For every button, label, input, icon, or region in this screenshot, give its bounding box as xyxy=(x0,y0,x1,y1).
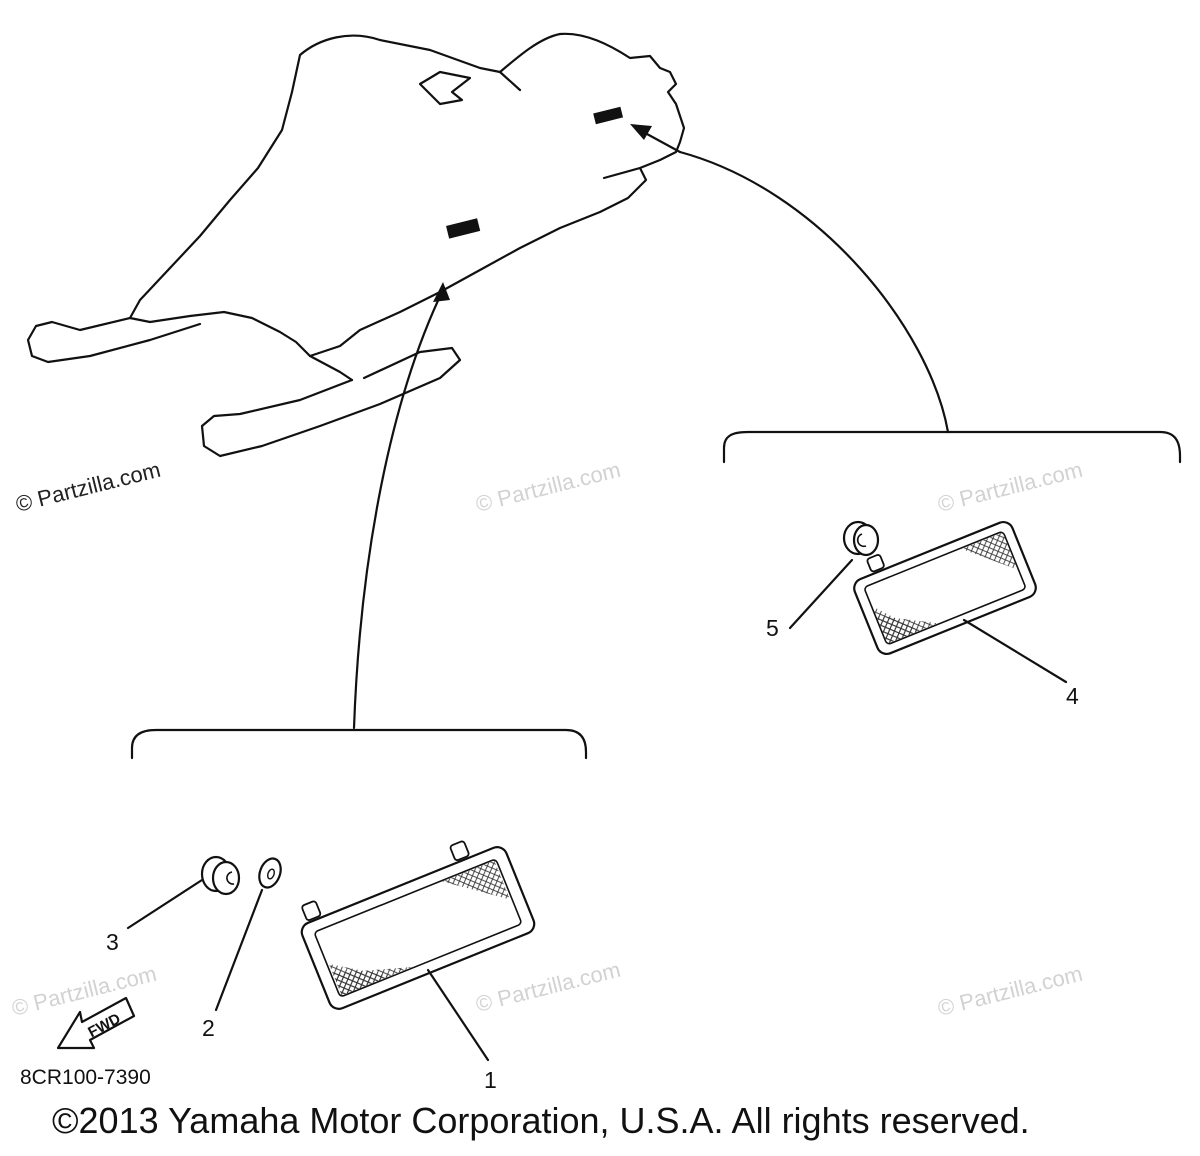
part-code: 8CR100-7390 xyxy=(20,1066,151,1089)
watermark: © Partzilla.com xyxy=(9,961,159,1021)
nut-5-icon xyxy=(842,520,880,557)
bracket-right xyxy=(722,430,1182,464)
callout-5: 5 xyxy=(766,615,779,641)
reflector-4-icon xyxy=(853,520,1037,656)
washer-2-icon xyxy=(258,857,282,889)
callout-3: 3 xyxy=(106,929,119,955)
copyright-notice: ©2013 Yamaha Motor Corporation, U.S.A. A… xyxy=(52,1100,1030,1141)
fwd-label: FWD xyxy=(85,1010,123,1041)
leader-lines xyxy=(352,124,950,730)
watermarks: © Partzilla.com © Partzilla.com © Partzi… xyxy=(9,457,1085,1021)
callout-leaders xyxy=(126,558,1068,1062)
watermark: © Partzilla.com xyxy=(473,457,623,517)
snowmobile-outline-icon xyxy=(26,32,686,458)
watermark: © Partzilla.com xyxy=(13,457,163,517)
callout-2: 2 xyxy=(202,1015,215,1041)
watermark: © Partzilla.com xyxy=(935,457,1085,517)
callout-1: 1 xyxy=(484,1067,497,1093)
watermark: © Partzilla.com xyxy=(935,961,1085,1021)
watermark: © Partzilla.com xyxy=(473,957,623,1017)
nut-3-icon xyxy=(200,855,241,896)
reflector-1-icon xyxy=(300,840,536,1010)
bracket-left xyxy=(130,728,588,760)
callout-4: 4 xyxy=(1066,683,1079,709)
